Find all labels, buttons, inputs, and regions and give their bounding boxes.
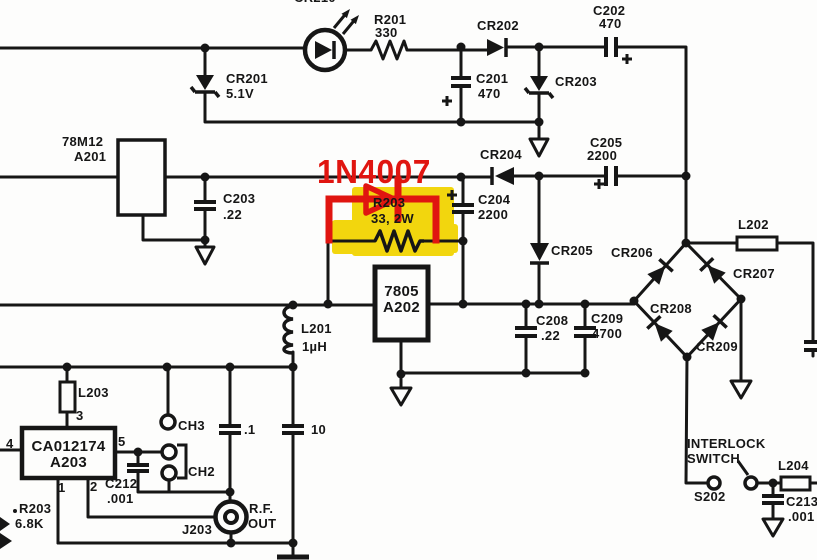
annotation-1n4007-label: 1N4007 xyxy=(317,153,431,190)
label-7805: 7805 xyxy=(384,283,419,300)
label-j203: J203 xyxy=(182,522,213,537)
label-r203-pot: R203 xyxy=(19,501,52,516)
regulator-7805-box xyxy=(372,264,431,343)
label-cr206: CR206 xyxy=(611,245,653,260)
zener-cr201-symbol xyxy=(189,75,221,99)
label-cap-10: 10 xyxy=(311,422,327,437)
inductor-l202-box xyxy=(735,235,779,252)
label-c213: C213 xyxy=(786,494,817,509)
label-pin4: 4 xyxy=(6,436,14,451)
label-c205-value: 2200 xyxy=(587,148,618,163)
pot-wiper-arrows xyxy=(0,509,17,549)
label-ca012174: CA012174 xyxy=(31,438,106,455)
label-cr204: CR204 xyxy=(480,147,522,162)
label-cr202: CR202 xyxy=(477,18,519,33)
diode-cr209-symbol xyxy=(701,313,728,341)
label-c205: C205 xyxy=(590,135,623,150)
label-rf: R.F. xyxy=(249,501,274,516)
label-pin3: 3 xyxy=(76,408,84,423)
label-ca012174-sub: A203 xyxy=(49,454,88,471)
interlock-switch-s202-symbol xyxy=(706,460,759,491)
diode-cr206-symbol xyxy=(647,257,674,285)
ic-ca012174-box xyxy=(19,425,118,481)
testpoint-ch3-symbol xyxy=(159,413,177,431)
rf-jack-j203-symbol xyxy=(213,499,249,535)
label-c203-value: .22 xyxy=(223,207,242,222)
label-l201-value: 1µH xyxy=(302,339,328,354)
label-pin1: 1 xyxy=(58,480,66,495)
label-cr209: CR209 xyxy=(696,339,738,354)
diode-cr208-symbol xyxy=(646,314,673,342)
label-cr208: CR208 xyxy=(650,301,692,316)
label-r203-pot-value: 6.8K xyxy=(15,516,44,531)
label-pin2: 2 xyxy=(90,479,98,494)
label-l201: L201 xyxy=(301,321,332,336)
label-c204: C204 xyxy=(478,192,511,207)
label-c212: C212 xyxy=(105,476,138,491)
regulator-78m12-box xyxy=(116,138,167,217)
label-pin5: 5 xyxy=(118,434,126,449)
label-c201-value: 470 xyxy=(478,86,501,101)
label-switch: SWITCH xyxy=(687,451,741,466)
diode-cr204-symbol xyxy=(490,167,514,185)
capacitor-plates xyxy=(127,37,817,505)
label-r201: R201 xyxy=(374,12,407,27)
label-c202-value: 470 xyxy=(599,16,622,31)
label-r201-value: 330 xyxy=(375,25,398,40)
label-c208-value: .22 xyxy=(541,328,560,343)
label-78m12-sub: A201 xyxy=(74,149,107,164)
label-r203-highlighted-value: 33, 2W xyxy=(371,211,414,226)
label-7805-sub: A202 xyxy=(382,299,421,316)
label-rf-out: OUT xyxy=(248,516,277,531)
diode-cr202-symbol xyxy=(487,38,508,57)
diode-cr207-symbol xyxy=(699,257,726,284)
label-c213-value: .001 xyxy=(788,509,815,524)
label-c203: C203 xyxy=(223,191,256,206)
label-cr207: CR207 xyxy=(733,266,775,281)
label-c204-value: 2200 xyxy=(478,207,509,222)
wires xyxy=(0,45,817,558)
testpoint-ch2-symbol xyxy=(160,443,188,482)
label-c212-value: .001 xyxy=(107,491,134,506)
label-ch3: CH3 xyxy=(178,418,205,433)
label-ch2: CH2 xyxy=(188,464,215,479)
inductor-l201-coil xyxy=(282,304,294,355)
resistor-r203-symbol xyxy=(373,229,424,253)
annotation-bypass-diode-drawing xyxy=(325,176,440,244)
inductor-l203-box xyxy=(58,380,77,414)
label-l203: L203 xyxy=(78,385,109,400)
label-c209-value: 4700 xyxy=(592,326,623,341)
label-cr203: CR203 xyxy=(555,74,597,89)
label-c208: C208 xyxy=(536,313,569,328)
label-cr201: CR201 xyxy=(226,71,268,86)
led-cr210-symbol xyxy=(302,9,359,73)
label-cr205: CR205 xyxy=(551,243,593,258)
diode-cr205-symbol xyxy=(530,243,549,265)
label-l202: L202 xyxy=(738,217,769,232)
label-c202: C202 xyxy=(593,3,626,18)
label-s202: S202 xyxy=(694,489,726,504)
resistor-r201-symbol xyxy=(369,39,409,61)
label-c201: C201 xyxy=(476,71,509,86)
junction-dots xyxy=(62,42,778,548)
polarity-plus-marks xyxy=(442,54,632,200)
label-78m12: 78M12 xyxy=(62,134,104,149)
label-interlock: INTERLOCK xyxy=(687,436,766,451)
label-l204: L204 xyxy=(778,458,809,473)
label-c209: C209 xyxy=(591,311,624,326)
inductor-l204-box xyxy=(779,475,812,492)
zener-cr203-symbol xyxy=(523,76,555,100)
label-cr210: CR210 xyxy=(294,0,336,4)
label-cap-p1: .1 xyxy=(244,422,256,437)
ground-arrows xyxy=(194,137,785,560)
label-cr201-value: 5.1V xyxy=(226,86,254,101)
label-r203-highlighted: R203 xyxy=(373,195,406,210)
